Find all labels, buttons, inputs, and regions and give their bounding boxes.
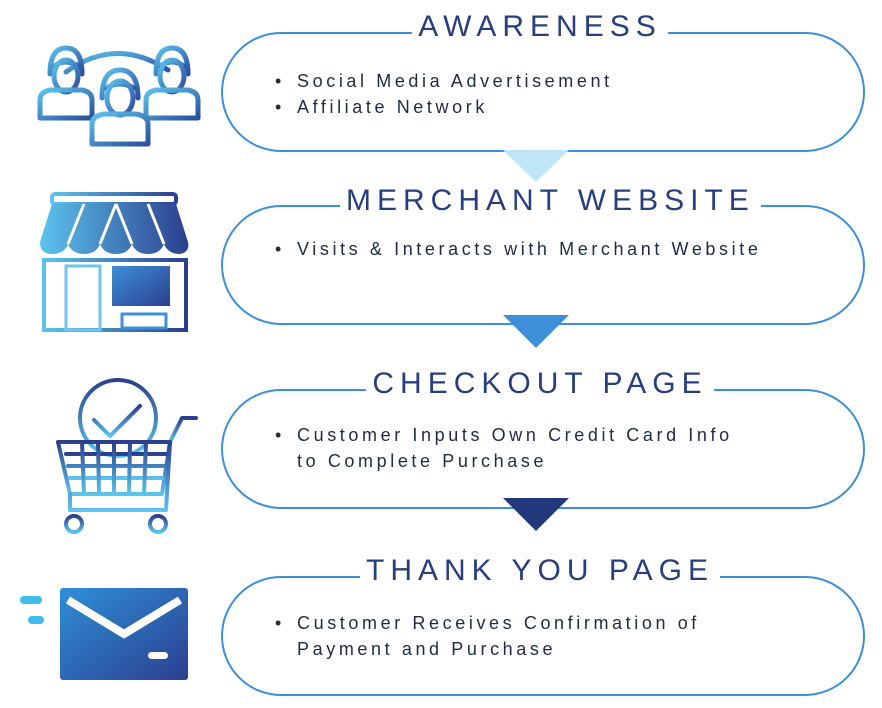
arrow-down-1 — [503, 150, 569, 182]
bullet-item: Social Media Advertisement — [275, 68, 835, 94]
shopping-cart-check-icon — [56, 378, 198, 534]
email-envelope-icon — [20, 588, 188, 680]
step-thankyou-bullets: Customer Receives Confirmation of Paymen… — [275, 610, 775, 662]
step-merchant-title: MERCHANT WEBSITE — [340, 184, 761, 218]
step-checkout-bullets: Customer Inputs Own Credit Card Info to … — [275, 422, 755, 474]
arrow-down-2 — [503, 315, 569, 348]
bullet-item: Visits & Interacts with Merchant Website — [275, 236, 775, 262]
arrow-down-3 — [503, 498, 569, 531]
step-merchant-box — [221, 205, 865, 325]
step-awareness-title: AWARENESS — [340, 10, 740, 44]
bullet-item: Affiliate Network — [275, 94, 835, 120]
storefront-icon — [40, 192, 189, 332]
step-merchant-bullets: Visits & Interacts with Merchant Website — [275, 236, 775, 262]
bullet-item: Customer Receives Confirmation of Paymen… — [275, 610, 775, 662]
step-awareness-bullets: Social Media Advertisement Affiliate Net… — [275, 68, 835, 120]
people-group-icon — [37, 45, 201, 147]
step-thankyou-title: THANK YOU PAGE — [340, 554, 740, 588]
bullet-item: Customer Inputs Own Credit Card Info to … — [275, 422, 755, 474]
step-checkout-title: CHECKOUT PAGE — [340, 367, 740, 401]
